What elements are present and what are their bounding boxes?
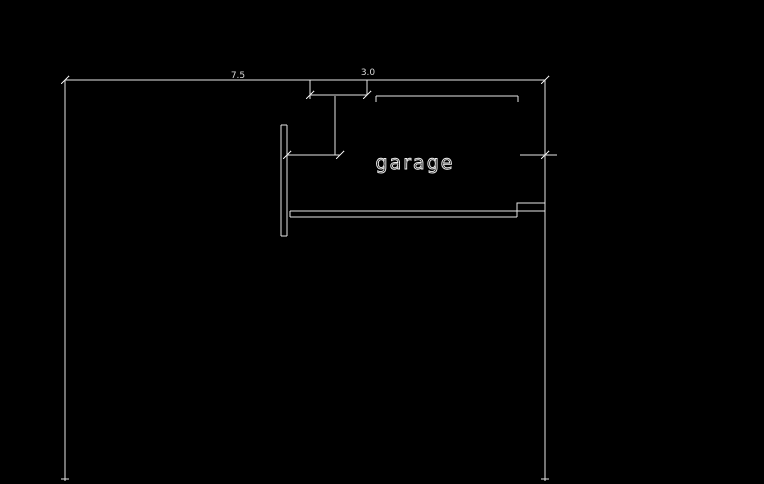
dimension-tick [540, 150, 550, 160]
dimension-tick [362, 90, 372, 100]
dimension-tick [282, 150, 292, 160]
dimension-label: 7.5 [231, 71, 245, 81]
dimension-tick [60, 75, 70, 85]
dimension-tick [335, 150, 345, 160]
dimension-tick [305, 90, 315, 100]
dimension-tick [540, 75, 550, 85]
room-label-garage: garage [376, 152, 455, 174]
dimension-label: 3.0 [361, 68, 376, 78]
door-opening [516, 202, 546, 212]
